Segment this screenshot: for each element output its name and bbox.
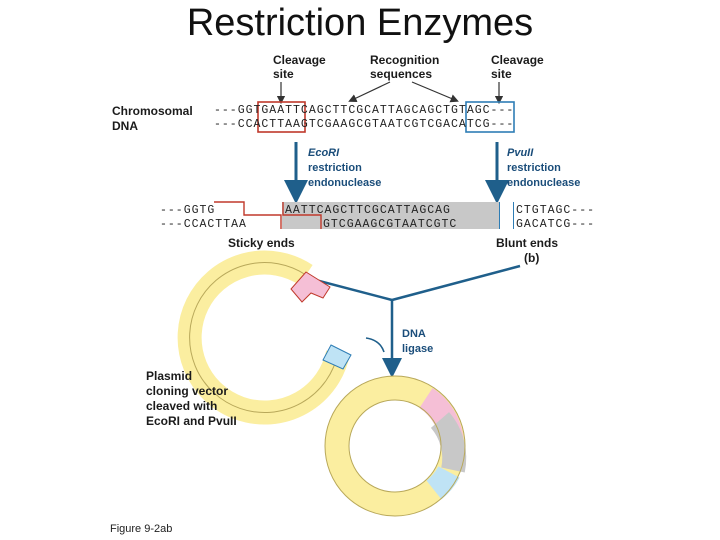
ecori-label-1: EcoRI xyxy=(308,147,340,159)
blunt-ends-label: Blunt ends xyxy=(496,236,558,250)
pvuii-label-2: restriction xyxy=(507,162,561,174)
pvuii-label-1: PvuII xyxy=(507,147,534,159)
right-blunt-edge xyxy=(513,202,514,229)
open-plasmid-outline xyxy=(189,262,339,414)
recognition-right-pointer xyxy=(411,81,459,103)
left-sticky-outline xyxy=(214,201,282,229)
plasmid-label-4: EcoRI and PvuII xyxy=(146,414,237,428)
sticky-ends-label: Sticky ends xyxy=(228,236,295,250)
recognition-label-1: Recognition xyxy=(370,53,439,67)
frag-left-top: ---GGTG xyxy=(160,204,215,217)
pvuii-label-3: endonuclease xyxy=(507,177,580,189)
recombinant-blunt-region xyxy=(426,465,460,500)
frag-left-bottom: ---CCACTTAA xyxy=(160,218,247,231)
ligase-curl xyxy=(365,337,385,353)
recombinant-insert-region xyxy=(430,412,467,473)
dna-top-strand: ---GGTGAATTCAGCTTCGCATTAGCAGCTGTAGC--- xyxy=(214,104,514,117)
plasmid-label-2: cloning vector xyxy=(146,384,228,398)
frag-mid-bottom: GTCGAAGCGTAATCGTC xyxy=(323,218,457,231)
plasmid-label-1: Plasmid xyxy=(146,369,192,383)
recombinant-outer-outline xyxy=(324,375,466,517)
chromosomal-label-2: DNA xyxy=(112,119,138,133)
converge-right-line xyxy=(391,264,521,302)
recognition-label-2: sequences xyxy=(370,67,432,81)
chromosomal-label-1: Chromosomal xyxy=(112,104,193,118)
cleavage-site-left-label-2: site xyxy=(273,67,294,81)
ecori-recognition-box xyxy=(257,101,306,133)
dna-ligase-label-1: DNA xyxy=(402,328,426,340)
dna-ligase-label-2: ligase xyxy=(402,343,433,355)
recognition-left-pointer xyxy=(348,81,391,102)
panel-b-label: (b) xyxy=(524,251,539,265)
mid-blunt-edge xyxy=(499,202,500,229)
slide-title: Restriction Enzymes xyxy=(186,2,534,44)
ecori-label-3: endonuclease xyxy=(308,177,381,189)
mid-sticky-outline xyxy=(282,202,322,229)
cleavage-site-right-label-2: site xyxy=(491,67,512,81)
cleavage-site-right-label-1: Cleavage xyxy=(491,53,544,67)
frag-right-top: CTGTAGC--- xyxy=(516,204,595,217)
plasmid-blunt-end xyxy=(322,344,352,370)
plasmid-sticky-end xyxy=(290,271,331,303)
dna-bottom-strand: ---CCACTTAAGTCGAAGCGTAATCGTCGACATCG--- xyxy=(214,118,514,131)
ecori-label-2: restriction xyxy=(308,162,362,174)
cleavage-site-left-label-1: Cleavage xyxy=(273,53,326,67)
frag-mid-top: AATTCAGCTTCGCATTAGCAG xyxy=(285,204,451,217)
frag-right-bottom: GACATCG--- xyxy=(516,218,595,231)
plasmid-label-3: cleaved with xyxy=(146,399,217,413)
figure-caption: Figure 9-2ab xyxy=(110,523,172,535)
recombinant-inner-outline xyxy=(348,399,442,493)
pvuii-recognition-box xyxy=(465,101,515,133)
